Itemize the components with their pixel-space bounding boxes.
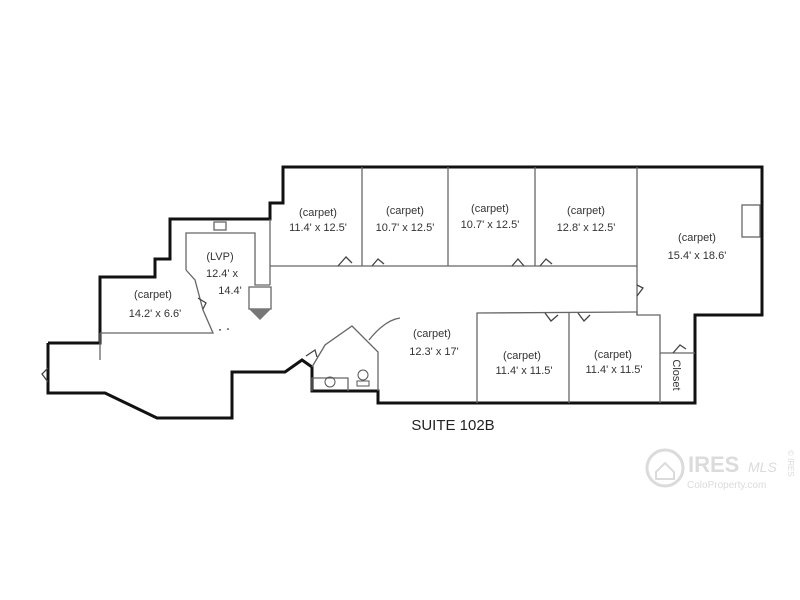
room-5-size: 15.4' x 18.6' xyxy=(668,250,727,262)
room-8-material: (carpet) xyxy=(413,328,451,340)
room-1-material: (carpet) xyxy=(299,207,337,219)
room-3-material: (carpet) xyxy=(471,203,509,215)
room-2-material: (carpet) xyxy=(386,205,424,217)
room-6-material: (LVP) xyxy=(206,251,233,263)
exterior-wall xyxy=(46,165,764,420)
room-10-size: 11.4' x 11.5' xyxy=(586,364,643,376)
room-4-material: (carpet) xyxy=(567,205,605,217)
room-10-material: (carpet) xyxy=(594,349,632,361)
room-9-size: 11.4' x 11.5' xyxy=(496,365,553,377)
interior-walls xyxy=(99,167,761,403)
closet-label: Closet xyxy=(670,359,682,390)
room-2-size: 10.7' x 12.5' xyxy=(376,222,435,234)
sink-icon xyxy=(324,376,336,388)
suite-title: SUITE 102B xyxy=(411,417,494,434)
room-5-material: (carpet) xyxy=(678,232,716,244)
toilet-icon xyxy=(357,369,369,381)
room-4-size: 12.8' x 12.5' xyxy=(557,222,616,234)
svg-text:© IRES: © IRES xyxy=(786,450,795,477)
ires-watermark: IRES MLS ColoProperty.com © IRES xyxy=(645,448,795,491)
room-8-size: 12.3' x 17' xyxy=(409,346,458,358)
room-7-material: (carpet) xyxy=(134,289,172,301)
doors xyxy=(41,256,687,383)
svg-text:IRES: IRES xyxy=(688,452,739,477)
room-9-material: (carpet) xyxy=(503,350,541,362)
svg-text:ColoProperty.com: ColoProperty.com xyxy=(687,480,766,491)
room-1-size: 11.4' x 12.5' xyxy=(289,222,347,234)
fixture-icons xyxy=(324,369,370,388)
room-3-size: 10.7' x 12.5' xyxy=(461,219,520,231)
room-7-size: 14.2' x 6.6' xyxy=(129,308,182,320)
room-6-size-2: 14.4' xyxy=(218,285,242,297)
svg-text:MLS: MLS xyxy=(748,459,777,475)
room-6-size: 12.4' x xyxy=(206,268,239,280)
